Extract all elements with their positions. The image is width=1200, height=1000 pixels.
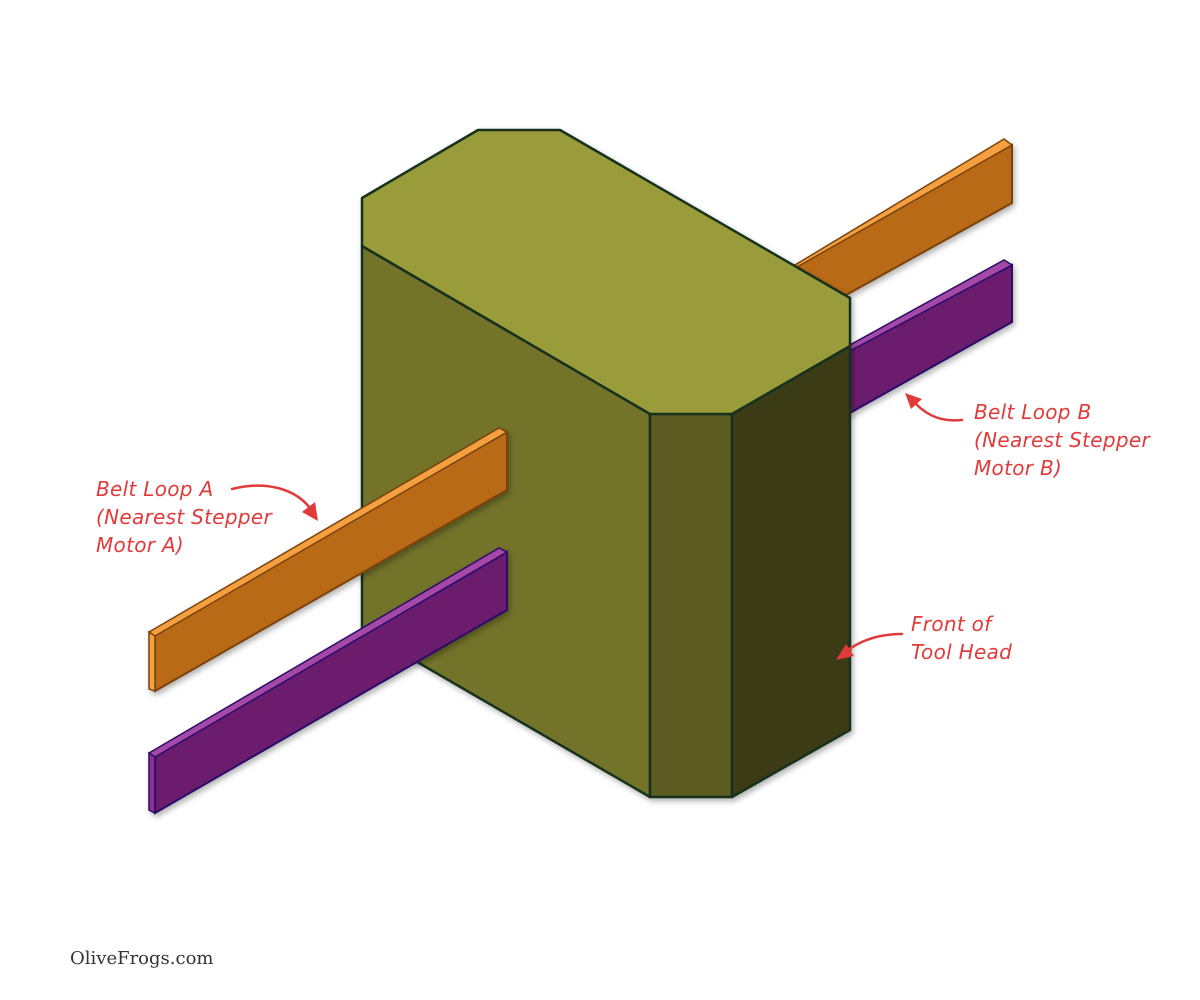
tool-head-right-face: [730, 344, 852, 799]
belt-loop-b-arrow: [914, 402, 964, 422]
belt-loop-a-arrow-head: [302, 502, 318, 521]
tool-head-top-face: [360, 128, 852, 416]
annotation-belt-loop-a: Belt Loop A (Nearest Stepper Motor A): [96, 477, 318, 557]
belt-loop-b-front-end: [148, 751, 156, 815]
tool-head-chamfer-face: [648, 412, 734, 799]
front-tool-head-line-2: Tool Head: [911, 640, 1012, 664]
belt-loop-a-line-3: Motor A): [96, 533, 184, 557]
belt-loop-a-front-end: [148, 630, 156, 693]
front-tool-head-arrow-head: [836, 644, 854, 660]
belt-loop-a-arrow: [230, 484, 312, 510]
annotation-front-tool-head: Front of Tool Head: [836, 612, 1012, 664]
belt-loop-b-arrow-head: [905, 393, 922, 409]
annotation-belt-loop-b: Belt Loop B (Nearest Stepper Motor B): [905, 393, 1152, 480]
belt-loop-b-rear: [847, 259, 1014, 416]
belt-loop-a-front: [147, 427, 509, 693]
front-tool-head-line-1: Front of: [911, 612, 994, 636]
belt-loop-b-line-1: Belt Loop B: [974, 400, 1091, 424]
front-tool-head-arrow: [846, 632, 904, 652]
belt-loop-a-line-2: (Nearest Stepper: [96, 505, 274, 529]
belt-loop-a-line-1: Belt Loop A: [96, 477, 213, 501]
belt-loop-b-line-2: (Nearest Stepper: [974, 428, 1152, 452]
tool-head-block: [360, 128, 852, 799]
belt-loop-b-front: [147, 547, 509, 815]
site-credit: OliveFrogs.com: [70, 948, 214, 969]
belt-loop-b-line-3: Motor B): [974, 456, 1062, 480]
